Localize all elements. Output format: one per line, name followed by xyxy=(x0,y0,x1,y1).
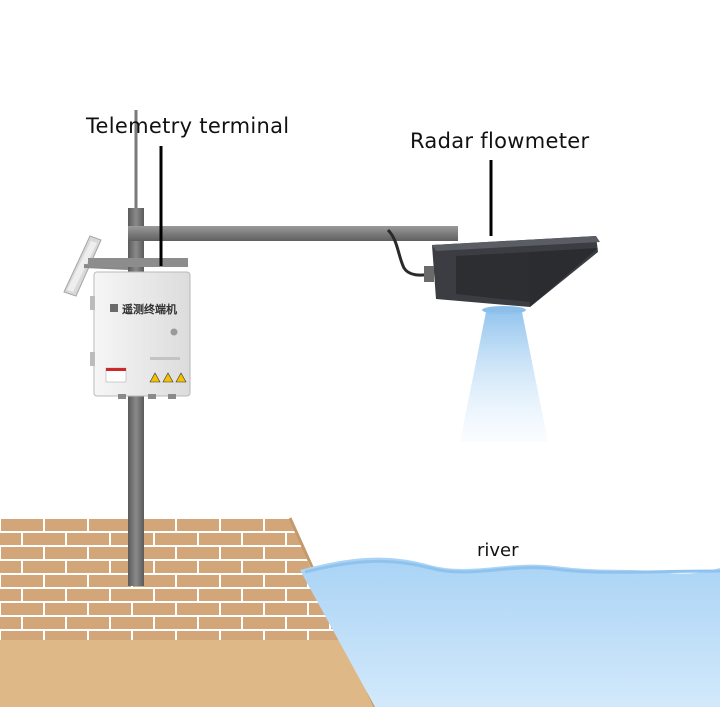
caution-icon xyxy=(149,372,161,383)
telemetry-cabinet: 遥测终端机 xyxy=(90,271,191,399)
radar-beam xyxy=(460,312,548,442)
lock-icon xyxy=(170,328,178,336)
radar-connector xyxy=(424,266,434,282)
river-water xyxy=(300,557,720,707)
cable-gland xyxy=(168,394,176,399)
cabinet-fine-print xyxy=(150,357,180,360)
cabinet-bracket xyxy=(88,258,188,267)
brick-wall xyxy=(0,518,340,640)
terminal-box-title: 遥测终端机 xyxy=(122,302,177,316)
caution-icon xyxy=(175,372,187,383)
river-label: river xyxy=(477,540,519,561)
telemetry-terminal-label: Telemetry terminal xyxy=(85,114,289,138)
radar-flowmeter-label: Radar flowmeter xyxy=(410,129,589,153)
riverbank xyxy=(0,517,377,707)
caution-icon xyxy=(162,372,174,383)
radar-cable xyxy=(386,228,433,277)
river-wave xyxy=(304,559,720,574)
cable-gland xyxy=(118,394,126,399)
radar-flowmeter xyxy=(424,236,600,314)
terminal-logo-icon xyxy=(110,304,118,312)
cable-gland xyxy=(148,394,156,399)
soil-slope xyxy=(0,640,375,707)
horizontal-arm xyxy=(128,226,458,241)
